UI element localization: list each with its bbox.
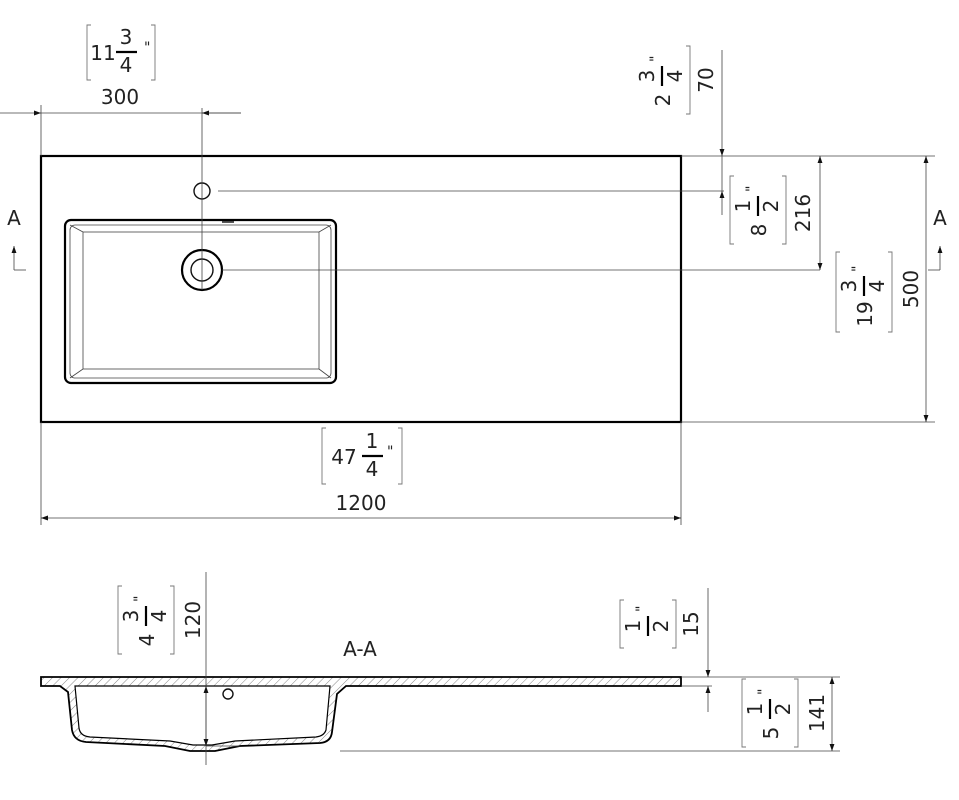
svg-text:5: 5 (759, 727, 783, 740)
svg-text:4: 4 (366, 457, 379, 481)
svg-text:4: 4 (663, 70, 687, 83)
dim-1200-inch-bracket: 47 1 4 " (321, 427, 403, 485)
svg-text:11: 11 (90, 41, 115, 65)
dim-120-inch-bracket: 4 3 4 " (117, 585, 175, 655)
svg-text:3: 3 (837, 280, 861, 293)
svg-text:1: 1 (743, 703, 767, 716)
dim-120-label: 120 (181, 601, 205, 639)
svg-text:": " (132, 596, 148, 602)
countertop-outline (39, 154, 683, 424)
svg-text:3: 3 (120, 25, 133, 49)
section-view: A-A 120 4 3 4 " 15 1 (40, 572, 840, 765)
svg-text:4: 4 (120, 53, 133, 77)
svg-text:19: 19 (853, 301, 877, 326)
svg-text:": " (756, 689, 772, 695)
top-view: 300 11 3 4 " 70 2 3 4 " (0, 24, 947, 525)
section-marker-left: A (7, 206, 26, 271)
tap-hole-section (222, 688, 234, 700)
dim-1200-label: 1200 (336, 491, 387, 515)
svg-text:3: 3 (635, 70, 659, 83)
svg-text:2: 2 (771, 703, 795, 716)
svg-text:47: 47 (331, 445, 356, 469)
svg-text:2: 2 (649, 620, 673, 633)
dim-slab (681, 588, 712, 712)
dim-300-inch-bracket: 11 3 4 " (86, 24, 156, 81)
svg-text:4: 4 (147, 610, 171, 623)
section-marker-right: A (928, 206, 947, 271)
dim-300-label: 300 (101, 85, 139, 109)
svg-text:4: 4 (865, 280, 889, 293)
dim-141-inch-bracket: 5 1 2 " (741, 678, 799, 748)
svg-text:": " (387, 444, 393, 460)
svg-text:1: 1 (731, 200, 755, 213)
svg-text:2: 2 (759, 200, 783, 213)
dim-70-inch-bracket: 2 3 4 " (635, 45, 691, 115)
svg-text:": " (144, 40, 150, 56)
dim-15-inch-bracket: 1 2 " (619, 599, 677, 649)
dim-216-inch-bracket: 8 1 2 " (729, 175, 787, 245)
svg-text:500: 500 (899, 270, 923, 308)
svg-text:3: 3 (119, 610, 143, 623)
svg-text:4: 4 (135, 634, 159, 647)
section-title: A-A (343, 637, 377, 661)
basin (63, 218, 338, 385)
svg-text:15: 15 (679, 611, 703, 636)
svg-text:216: 216 (791, 194, 815, 232)
dim-edge-to-drain-inch-bracket: 19 3 4 " (835, 251, 893, 333)
svg-text:": " (634, 606, 650, 612)
svg-text:1: 1 (366, 429, 379, 453)
svg-text:A: A (7, 206, 21, 230)
svg-text:141: 141 (805, 694, 829, 732)
svg-text:A: A (933, 206, 947, 230)
svg-text:70: 70 (694, 67, 718, 92)
svg-text:1: 1 (621, 620, 645, 633)
svg-text:": " (744, 186, 760, 192)
svg-text:": " (850, 266, 866, 272)
svg-text:2: 2 (651, 94, 675, 107)
svg-text:8: 8 (747, 224, 771, 237)
svg-text:": " (648, 56, 664, 62)
